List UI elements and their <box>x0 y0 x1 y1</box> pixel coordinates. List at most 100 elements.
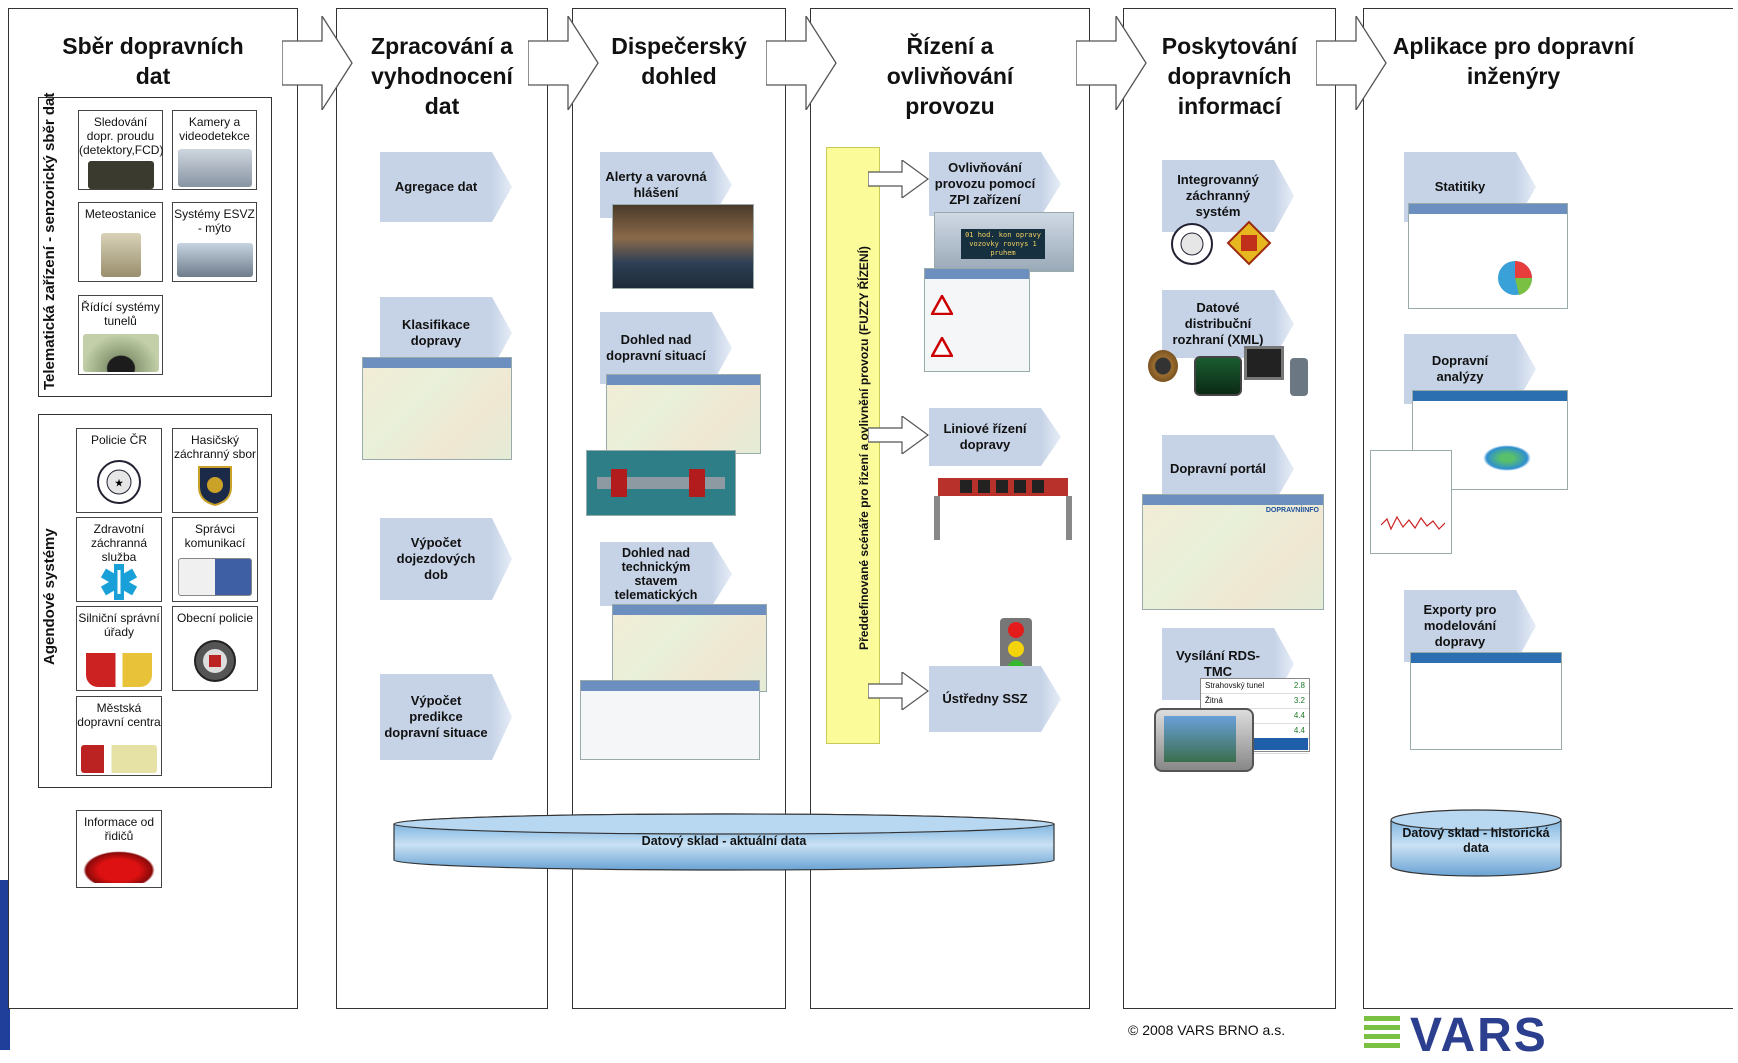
firefighter-badge-icon <box>198 466 232 507</box>
detector-device-icon <box>87 161 154 189</box>
tunnel-scheme-screenshot <box>586 450 736 516</box>
warehouse-historic-cylinder <box>1390 809 1562 877</box>
card-ambulance: Zdravotní záchranná služba <box>76 517 162 602</box>
label-agenda: Agendové systémy <box>41 528 58 665</box>
card-meteo-label: Meteostanice <box>84 207 157 221</box>
izs-fire-emblem-icon <box>1226 220 1272 266</box>
analysis-chart-screenshot <box>1370 450 1452 554</box>
column-title-rizeni: Řízení a ovlivňování provozu <box>886 33 1014 119</box>
map-screenshot-dohled <box>606 374 761 454</box>
card-municipal-police-label: Obecní policie <box>176 611 254 625</box>
card-firefighters-label: Hasičský záchranný sbor <box>173 433 257 461</box>
card-road-offices: Silniční správní úřady <box>76 606 162 691</box>
left-blue-accent <box>0 880 10 1050</box>
column-title-zpracovani: Zpracování a vyhodnocení dat <box>371 33 513 119</box>
arrow-to-zpi <box>868 160 930 198</box>
municipal-police-badge-icon <box>194 640 236 682</box>
box-izs: Integrovanný záchranný systém <box>1162 160 1274 232</box>
label-telematics: Telematická zařízení - senzorický sběr d… <box>41 92 58 390</box>
column-title-poskytovani: Poskytování dopravních informací <box>1161 33 1298 119</box>
alerts-window-screenshot <box>580 680 760 760</box>
rds-row-value: 4.4 <box>1293 726 1305 735</box>
rds-row: Strahovský tunel 2.8 <box>1201 679 1309 694</box>
rds-row-value: 4.4 <box>1293 711 1305 720</box>
card-detectors: Sledování dopr. proudu (detektory,FCD) <box>78 110 163 190</box>
card-municipal-police: Obecní policie <box>172 606 258 691</box>
star-of-life-icon <box>100 564 138 600</box>
gps-navigation-device <box>1154 708 1254 772</box>
box-dohled-technicky: Dohled nad technickým stavem telematický… <box>600 542 712 606</box>
card-traffic-centers: Městská dopravní centra <box>76 696 162 776</box>
vars-logo: VARS <box>1410 1009 1548 1062</box>
card-police-label: Policie ČR <box>90 433 147 447</box>
warning-sign-icon <box>931 295 953 315</box>
izs-police-badge-icon <box>1171 223 1213 265</box>
rds-row: 4.4 <box>1201 709 1309 724</box>
card-road-admins-label: Správci komunikací <box>184 522 246 550</box>
traffic-light-icon <box>1000 618 1032 680</box>
flow-arrow-1 <box>282 16 353 110</box>
map-screenshot-klasifikace <box>362 357 512 460</box>
tunnel-icon <box>82 334 159 372</box>
portal-brand-label: DOPRAVNÍINFO <box>1265 507 1319 514</box>
road-admin-logo-icon <box>178 558 252 596</box>
card-road-admins: Správci komunikací <box>172 517 258 602</box>
rds-row-value: 3.2 <box>1293 696 1305 705</box>
tv-icon <box>1244 346 1284 380</box>
box-dohled-situace: Dohled nad dopravní situací <box>600 312 712 384</box>
warehouse-historic-label: Datový sklad - historická data <box>1402 826 1550 855</box>
police-badge-icon: ★ <box>97 460 141 504</box>
footer-copyright: © 2008 VARS BRNO a.s. <box>1128 1022 1286 1038</box>
flow-arrow-2 <box>528 16 599 110</box>
traffic-portal-screenshot: DOPRAVNÍINFO <box>1142 494 1324 610</box>
camera-icon <box>177 149 252 187</box>
card-driver-info: Informace od řidičů <box>76 810 162 888</box>
column-title-aplikace: Aplikace pro dopravní inženýry <box>1392 33 1635 89</box>
box-linear: Liniové řízení dopravy <box>929 408 1041 466</box>
card-toll-label: Systémy ESVZ - mýto <box>174 207 255 235</box>
coat-of-arms-icon <box>86 653 152 687</box>
phone-icon <box>1290 358 1308 396</box>
warehouse-current-label: Datový sklad - aktuální data <box>641 834 807 848</box>
svg-text:★: ★ <box>115 478 124 488</box>
column-title-sber: Sběr dopravních dat <box>62 33 244 89</box>
export-screenshot <box>1410 652 1562 750</box>
zpi-control-window <box>924 268 1030 372</box>
card-tunnels-label: Řídící systémy tunelů <box>81 300 160 328</box>
fuzzy-scenarios-bar: Předdefinované scénáře pro řízení a ovli… <box>826 147 880 744</box>
card-ambulance-label: Zdravotní záchranná služba <box>90 522 148 564</box>
card-toll: Systémy ESVZ - mýto <box>172 202 257 282</box>
card-meteo: Meteostanice <box>78 202 163 282</box>
box-portal: Dopravní portál <box>1162 435 1274 503</box>
box-alerty: Alerty a varovná hlášení <box>600 152 712 218</box>
rds-row-value: 2.8 <box>1293 681 1305 690</box>
box-zpi: Ovlivňování provozu pomocí ZPI zařízení <box>929 152 1041 216</box>
car-icon <box>83 851 155 883</box>
card-driver-info-label: Informace od řidičů <box>83 815 155 843</box>
warehouse-current-cylinder <box>393 813 1055 871</box>
warning-sign-icon-2 <box>931 337 953 357</box>
card-police: Policie ČR ★ <box>76 428 162 513</box>
column-title-dispecersky: Dispečerský dohled <box>611 33 747 89</box>
card-firefighters: Hasičský záchranný sbor <box>172 428 258 513</box>
arrow-to-ssz <box>868 672 930 710</box>
rds-row-name: Strahovský tunel <box>1205 681 1265 690</box>
gantry-illustration <box>934 478 1072 540</box>
vms-sign-photo: 01 hod. kon opravy vozovky rovnys 1 pruh… <box>934 212 1074 272</box>
flow-arrow-5 <box>1316 16 1387 110</box>
flow-arrow-3 <box>766 16 837 110</box>
tsk-logo-icon <box>81 745 157 773</box>
card-detectors-label: Sledování dopr. proudu (detektory,FCD) <box>79 115 164 157</box>
card-tunnels: Řídící systémy tunelů <box>78 295 163 375</box>
card-cameras: Kamery a videodetekce <box>172 110 257 190</box>
pie-chart-icon <box>1498 261 1533 295</box>
card-traffic-centers-label: Městská dopravní centra <box>77 701 161 729</box>
map-screenshot-technicky <box>612 604 767 692</box>
vms-sign-text: 01 hod. kon opravy vozovky rovnys 1 pruh… <box>961 229 1045 259</box>
box-ssz: Ústředny SSZ <box>929 666 1041 732</box>
box-predikce: Výpočet predikce dopravní situace <box>380 674 492 760</box>
card-road-offices-label: Silniční správní úřady <box>78 611 160 639</box>
box-agregace: Agregace dat <box>380 152 492 222</box>
weather-station-icon <box>100 233 141 277</box>
